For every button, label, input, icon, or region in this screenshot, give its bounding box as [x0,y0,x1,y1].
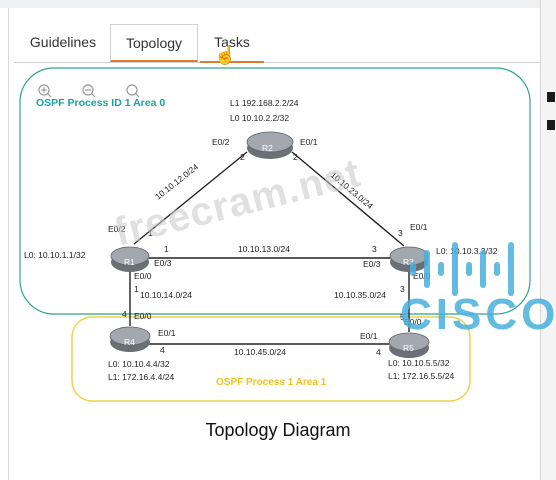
subnet-r3-r5: 10.10.35.0/24 [334,290,386,300]
r2-e01: E0/1 [300,137,318,147]
r2-e02: E0/2 [212,137,230,147]
r4-host-right: 4 [160,345,165,355]
panel-marker [547,92,555,102]
tab-bar: Guidelines Topology Tasks [14,24,540,63]
r1-host-bottom: 1 [134,284,139,294]
r5-e01: E0/1 [360,331,378,341]
cisco-logo-bars [410,242,514,296]
r3-host-top: 3 [398,228,403,238]
r1-e02: E0/2 [108,224,126,234]
cisco-logo-text: CISCO [400,290,556,339]
hand-cursor-icon: ☝ [214,45,237,65]
r5-host-left: 4 [376,347,381,357]
r2-loopback0: L0 10.10.2.2/32 [230,113,289,123]
subnet-r1-r4: 10.10.14.0/24 [140,290,192,300]
router-r4-label: R4 [124,337,135,347]
right-scroll-panel[interactable] [540,0,556,480]
zoom-reset-icon[interactable] [126,84,140,98]
router-r2-label: R2 [262,143,273,153]
zoom-in-icon[interactable] [38,84,52,98]
r3-host-bottom: 3 [400,284,405,294]
area0-label: OSPF Process ID 1 Area 0 [36,97,165,109]
r3-e01: E0/1 [410,222,428,232]
zoom-out-icon[interactable] [82,84,96,98]
r4-loopback1: L1: 172.16.4.4/24 [108,372,174,382]
area1-label: OSPF Process 1 Area 1 [216,377,327,388]
window-left-border [8,8,9,480]
r1-e03: E0/3 [154,258,172,268]
r4-e01: E0/1 [158,328,176,338]
r5-loopback0: L0: 10.10.5.5/32 [388,358,450,368]
r1-host-top: 1 [148,228,153,238]
panel-marker [547,120,555,130]
r2-host-right: 2 [293,152,298,162]
router-r5-label: R5 [403,343,414,353]
area0-boundary [19,67,531,315]
tab-topology[interactable]: Topology [110,24,198,62]
r3-e03: E0/3 [363,259,381,269]
subnet-r1-r3: 10.10.13.0/24 [238,244,290,254]
r3-e00: E0/0 [413,271,431,281]
r4-loopback0: L0: 10.10.4.4/32 [108,359,170,369]
r5-e00: E0/0 [404,317,422,327]
window-top-strip [0,0,556,8]
link-r2-r3 [291,151,405,247]
subnet-r4-r5: 10.10.45.0/24 [234,347,286,357]
router-r3-label: R3 [403,257,414,267]
r1-loopback0: L0: 10.10.1.1/32 [24,250,86,260]
router-r1[interactable] [110,246,150,272]
r1-host-right: 1 [164,244,169,254]
diagram-title: Topology Diagram [205,420,351,440]
r2-host-left: 2 [240,152,245,162]
area1-boundary [71,316,471,402]
tab-tasks[interactable]: Tasks [200,24,264,63]
r5-host-top: 5 [400,312,405,322]
router-r4[interactable] [109,326,151,352]
link-r1-r2 [133,151,248,245]
tab-guidelines[interactable]: Guidelines [29,34,97,50]
r3-host-left: 3 [372,244,377,254]
r3-loopback0: L0: 10.10.3.3/32 [436,246,498,256]
r1-e00: E0/0 [134,271,152,281]
r2-loopback1: L1 192.168.2.2/24 [230,98,299,108]
r5-loopback1: L1: 172.16.5.5/24 [388,371,454,381]
router-r2[interactable] [246,131,294,159]
router-r5[interactable] [388,332,430,358]
r4-host-top: 4 [122,309,127,319]
r4-e00: E0/0 [134,311,152,321]
router-r1-label: R1 [124,257,135,267]
